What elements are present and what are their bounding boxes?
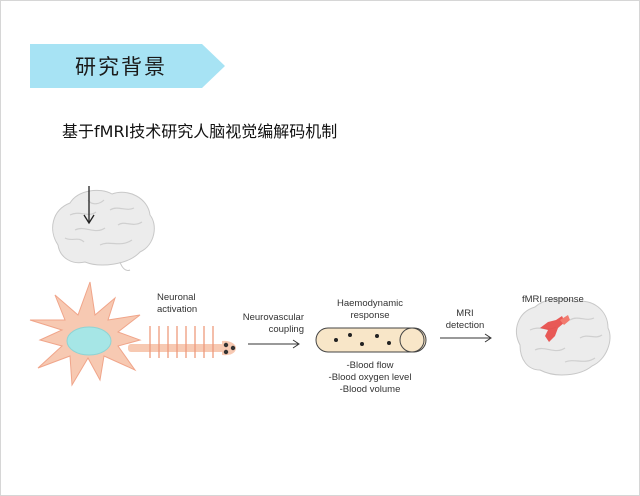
mri-detection-line1: MRI (456, 308, 474, 319)
slide-subtitle: 基于fMRI技术研究人脑视觉编解码机制 (62, 122, 338, 141)
response-item-blood-oxygen: -Blood oxygen level (328, 372, 412, 383)
fmri-pipeline-diagram: Neuronal activation Neurovascular coupli… (0, 170, 640, 430)
mri-detection-line2: detection (445, 320, 485, 331)
neurovascular-line2: coupling (268, 324, 304, 335)
arrow-mri-detection (440, 333, 492, 343)
haemodynamic-line2: response (350, 310, 390, 321)
arrow-neurovascular (248, 339, 300, 349)
response-item-blood-flow: -Blood flow (346, 360, 394, 371)
stimulus-brain-icon (52, 189, 155, 271)
haemodynamic-line1: Haemodynamic (337, 298, 403, 309)
neurovascular-line1: Neurovascular (242, 312, 304, 323)
neuronal-activation-line2: activation (157, 304, 198, 315)
haemodynamic-response-label: Haemodynamic response (322, 298, 418, 322)
blood-vessel-icon (315, 327, 427, 353)
fmri-response-brain-icon (516, 298, 611, 376)
neuronal-activation-line1: Neuronal (157, 292, 196, 303)
response-item-blood-volume: -Blood volume (339, 384, 401, 395)
title-banner: 研究背景 (30, 44, 225, 88)
neuron-icon (29, 281, 236, 387)
fmri-response-label: fMRI response (522, 294, 584, 305)
neuronal-activation-label: Neuronal activation (157, 292, 197, 316)
diagram-graphics (29, 186, 611, 387)
slide-title: 研究背景 (75, 55, 167, 79)
mri-detection-label: MRI detection (436, 308, 494, 332)
banner-shape (30, 44, 225, 88)
neurovascular-coupling-label: Neurovascular coupling (230, 312, 304, 336)
response-items-list: -Blood flow -Blood oxygen level -Blood v… (314, 360, 426, 396)
stimulus-arrow-icon (83, 186, 95, 225)
